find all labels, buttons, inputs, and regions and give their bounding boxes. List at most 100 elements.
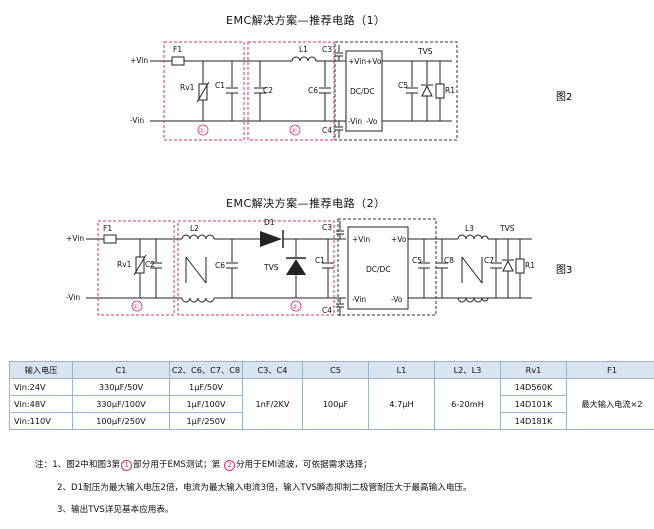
section-marker-2: 2 — [223, 460, 235, 471]
component-table: 输入电压 C1 C2、C6、C7、C8 C3、C4 C5 L1 L2、L3 Rv… — [9, 361, 654, 430]
d2-c7-label: C7 — [484, 256, 494, 265]
inductor-l2-icon — [181, 234, 215, 240]
cell-rv1: 14D560K — [500, 378, 567, 396]
cell-c2: 1μF/50V — [169, 378, 243, 396]
d2-l2-label: L2 — [190, 224, 199, 233]
cell-l2l3: 6-20mH — [434, 378, 501, 430]
d2-marker-2: ② — [292, 303, 298, 311]
table-header: Rv1 — [500, 361, 567, 379]
d1-module-label: DC/DC — [350, 87, 375, 96]
tvs-diode-icon — [421, 84, 433, 97]
inductor-l1-icon — [291, 56, 317, 62]
d1-marker-1: ① — [199, 127, 205, 135]
note-3: 3、输出TVS详见基本应用表。 — [57, 505, 174, 515]
d2-mod-vo-pos: +Vo — [391, 235, 407, 244]
cell-voltage: Vin:48V — [9, 395, 73, 413]
d2-tvs-label: TVS — [499, 224, 515, 233]
table-header-row: 输入电压 C1 C2、C6、C7、C8 C3、C4 C5 L1 L2、L3 Rv… — [9, 361, 654, 379]
d1-c3-label: C3 — [322, 45, 332, 54]
d2-c4-label: C4 — [322, 306, 332, 315]
section-marker-1: 1 — [121, 460, 133, 471]
inductor-l3-icon — [457, 234, 489, 240]
fuse-f1-icon — [171, 56, 185, 66]
d2-c6-label: C6 — [215, 261, 225, 270]
table-row: Vin:24V 330μF/50V 1μF/50V 1nF/2KV 100μF … — [9, 378, 654, 430]
table-header: F1 — [566, 361, 654, 379]
cell-f1: 最大输入电流×2 — [566, 378, 654, 430]
d2-vin-pos-label: +Vin — [66, 234, 84, 243]
d1-tvs-label: TVS — [417, 47, 433, 56]
d1-mod-vo-neg: -Vo — [366, 117, 378, 126]
d1-rv1-label: Rv1 — [180, 83, 195, 92]
d1-c1-label: C1 — [215, 81, 225, 90]
diagram1-title: EMC解决方案—推荐电路（1） — [226, 14, 386, 27]
d1-c2-label: C2 — [263, 86, 273, 95]
d1-r1-label: R1 — [445, 86, 455, 95]
d2-mod-vin-pos: +Vin — [352, 235, 370, 244]
d1-marker-2: ② — [291, 127, 297, 135]
cell-rv1: 14D181K — [500, 412, 567, 430]
d2-c5-label: C5 — [412, 256, 422, 265]
cell-c3c4: 1nF/2KV — [242, 378, 303, 430]
table-header: C5 — [302, 361, 369, 379]
table-row: Vin:48V 330μF/100V 1μF/100V 14D101K — [9, 395, 654, 413]
table-header: L2、L3 — [434, 361, 501, 379]
circuit-diagram-1: +Vin -Vin F1 Rv1 C1 C2 L1 C6 C3 C4 +Vin … — [130, 41, 572, 141]
d2-mod-vin-neg: -Vin — [352, 295, 366, 304]
note-1-b: 部分用于EMS测试；第 — [133, 460, 221, 470]
note-1-c: 分用于EMI滤波，可依据需求选择； — [235, 460, 372, 470]
table-row: Vin:110V 100μF/250V 1μF/250V 14D181K — [9, 412, 654, 430]
d2-mod-vo-neg: -Vo — [391, 295, 403, 304]
section-1-box — [163, 41, 245, 141]
d2-c8-label: C8 — [444, 256, 454, 265]
cell-voltage: Vin:110V — [9, 412, 73, 430]
d1-mod-vo-pos: +Vo — [366, 57, 382, 66]
module-box — [337, 218, 437, 316]
d2-c1-label: C1 — [315, 256, 325, 265]
d1-vin-neg-label: -Vin — [130, 116, 144, 125]
section-1-box — [97, 220, 175, 316]
d2-l3-label: L3 — [465, 224, 474, 233]
tvs-diode-icon — [502, 259, 514, 272]
d2-c3-label: C3 — [322, 223, 332, 232]
cell-c1: 330μF/100V — [72, 395, 170, 413]
d1-l1-label: L1 — [299, 45, 308, 54]
cell-c1: 100μF/250V — [72, 412, 170, 430]
cell-rv1: 14D101K — [500, 395, 567, 413]
fig2-label: 图2 — [556, 91, 572, 103]
d1-c5-label: C5 — [398, 81, 408, 90]
table-header: C1 — [72, 361, 170, 379]
module-box — [334, 41, 458, 141]
d2-f1-label: F1 — [103, 224, 112, 233]
d2-r1-label: R1 — [525, 261, 535, 270]
cell-c1: 330μF/50V — [72, 378, 170, 396]
circuit-diagram-2: +Vin -Vin F1 Rv1 C2 L2 C6 D1 TVS C1 C3 C… — [66, 218, 572, 316]
section-2-box — [247, 41, 335, 141]
d1-mod-vin-pos: +Vin — [348, 57, 366, 66]
diagram2-title: EMC解决方案—推荐电路（2） — [226, 197, 386, 210]
d2-marker-1: ① — [133, 303, 139, 311]
cell-c2: 1μF/100V — [169, 395, 243, 413]
note-1-a: 注：1、图2中和图3第 — [35, 460, 121, 470]
d1-c4-label: C4 — [322, 126, 332, 135]
fig3-label: 图3 — [556, 264, 572, 276]
table-header: C2、C6、C7、C8 — [169, 361, 243, 379]
d2-c2-label: C2 — [145, 260, 155, 269]
fuse-f1-icon — [103, 234, 117, 244]
cell-voltage: Vin:24V — [9, 378, 73, 396]
d2-module-label: DC/DC — [366, 265, 391, 274]
tvs-input-icon — [286, 259, 306, 275]
d2-d1-label: D1 — [264, 218, 275, 227]
cell-l1: 4.7μH — [368, 378, 435, 430]
table-header: C3、C4 — [242, 361, 303, 379]
d1-vin-pos-label: +Vin — [130, 56, 148, 65]
cell-c2: 1μF/250V — [169, 412, 243, 430]
table-header: L1 — [368, 361, 435, 379]
note-2: 2、D1耐压为最大输入电压2倍，电流为最大输入电流3倍，输入TVS瞬态抑制二极管… — [57, 483, 472, 493]
d1-c6-label: C6 — [308, 86, 318, 95]
d2-tvs-in-label: TVS — [263, 263, 279, 272]
d2-rv1-label: Rv1 — [117, 260, 132, 269]
section-2-box — [177, 220, 335, 316]
diode-d1-icon — [260, 231, 282, 247]
